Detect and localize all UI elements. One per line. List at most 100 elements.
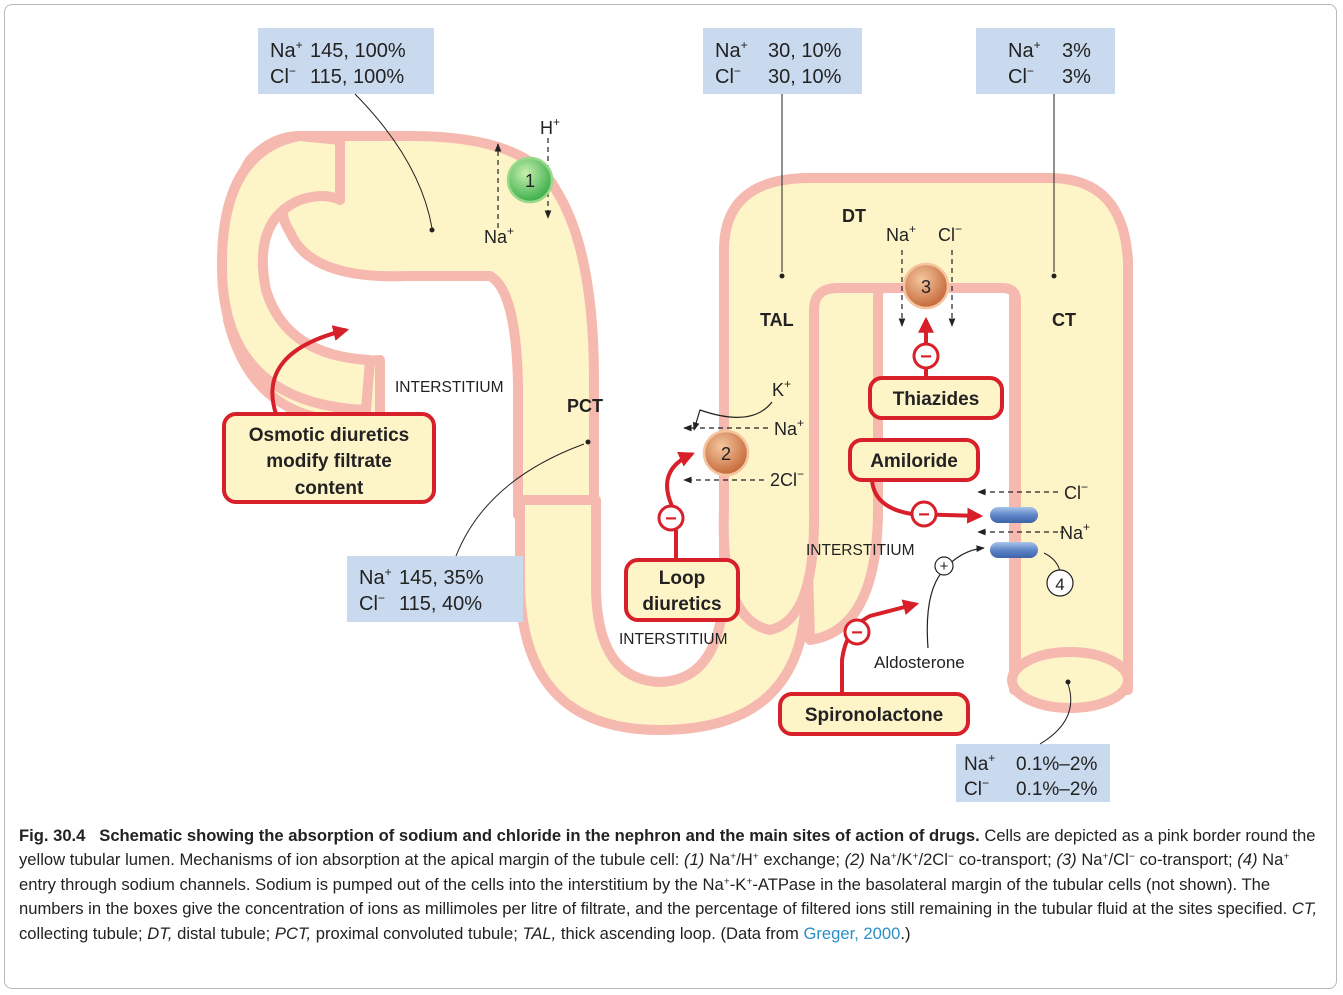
interstitium-label: INTERSTITIUM	[619, 631, 728, 648]
sodium-channel	[990, 507, 1038, 523]
svg-text:Cl−30, 10%: Cl−30, 10%	[715, 64, 842, 88]
svg-text:Cl−3%: Cl−3%	[1008, 64, 1091, 88]
drug-loop-diuretics: − Loop diuretics	[624, 454, 740, 622]
svg-text:Cl−115, 40%: Cl−115, 40%	[359, 591, 482, 615]
ion-na-label: Na	[886, 225, 910, 245]
svg-text:−: −	[918, 504, 930, 526]
ion-cl-label: Cl	[938, 225, 955, 245]
transporter-number: 4	[1055, 575, 1064, 594]
box-cl-label: Cl	[359, 593, 378, 615]
box-cl-value: 3%	[1062, 66, 1091, 88]
box-cl-label: Cl	[964, 779, 982, 800]
svg-text:+: +	[940, 558, 949, 575]
collecting-tubule-end	[1007, 647, 1133, 713]
aldosterone-pathway: + Aldosterone	[874, 545, 985, 672]
box-na-value: 0.1%–2%	[1016, 754, 1097, 775]
transporter-2: 2 K+ Na+ 2Cl−	[683, 377, 804, 490]
svg-text:Na+: Na+	[484, 224, 514, 247]
box-cl-value: 115, 100%	[310, 66, 404, 88]
sodium-channel	[990, 542, 1038, 558]
figure-frame	[4, 4, 1337, 989]
inhibit-symbol	[843, 618, 871, 646]
box-na-value: 30, 10%	[768, 40, 842, 62]
svg-text:Cl−115, 100%: Cl−115, 100%	[270, 64, 404, 88]
svg-text:Na+0.1%–2%: Na+0.1%–2%	[964, 751, 1097, 775]
transporter-number: 3	[921, 277, 931, 297]
drug-label: Loop	[659, 568, 705, 589]
aldosterone-label: Aldosterone	[874, 653, 965, 672]
box-cl-value: 0.1%–2%	[1016, 779, 1097, 800]
transporter-number: 2	[721, 444, 731, 464]
transporter-1: 1 H+ Na+	[484, 115, 560, 247]
drug-label: Thiazides	[893, 389, 980, 410]
stimulate-symbol	[934, 556, 954, 576]
transporter-3: 3 Na+ Cl−	[886, 222, 962, 327]
box-na-label: Na	[359, 567, 385, 589]
drug-label: Spironolactone	[805, 705, 943, 726]
svg-text:Na+: Na+	[1060, 520, 1090, 543]
box-na-value: 145, 100%	[310, 40, 406, 62]
drug-label: content	[295, 478, 364, 499]
ion-na-label: Na	[774, 419, 798, 439]
drug-spironolactone: − Spironolactone	[778, 599, 970, 736]
transporter-number: 1	[525, 171, 535, 191]
ion-k-label: K	[772, 380, 784, 400]
svg-text:−: −	[920, 346, 932, 368]
svg-text:Cl−: Cl−	[938, 222, 962, 245]
drug-thiazides: − Thiazides	[868, 316, 1004, 420]
drug-label: Osmotic diuretics	[249, 425, 410, 446]
box-cl-value: 115, 40%	[399, 593, 482, 615]
inhibit-symbol	[912, 342, 940, 370]
box-cl-label: Cl	[1008, 66, 1027, 88]
inhibit-symbol	[910, 500, 938, 528]
svg-text:Na+145, 100%: Na+145, 100%	[270, 38, 406, 62]
interstitium-label: INTERSTITIUM	[806, 542, 915, 559]
svg-text:2Cl−: 2Cl−	[770, 467, 804, 490]
box-top-right: Na+3% Cl−3%	[976, 28, 1115, 94]
nephron-diagram: Na+145, 100% Cl−115, 100% Na+30, 10% Cl−…	[216, 28, 1133, 802]
box-na-value: 3%	[1062, 40, 1091, 62]
ion-h-label: H	[540, 118, 553, 138]
drug-label: diuretics	[642, 594, 721, 615]
svg-text:Cl−: Cl−	[1064, 480, 1088, 503]
box-na-label: Na	[715, 40, 741, 62]
svg-text:Na+30, 10%: Na+30, 10%	[715, 38, 842, 62]
svg-text:−: −	[851, 622, 863, 644]
box-cl-value: 30, 10%	[768, 66, 842, 88]
drug-label: Amiloride	[870, 451, 958, 472]
box-top-mid: Na+30, 10% Cl−30, 10%	[703, 28, 862, 94]
interstitium-label: INTERSTITIUM	[395, 379, 504, 396]
figure-caption: Fig. 30.4 Schematic showing the absorpti…	[19, 826, 1318, 943]
box-na-value: 145, 35%	[399, 567, 484, 589]
reference-link[interactable]: Greger, 2000	[803, 923, 901, 943]
ion-cl-label: Cl	[1064, 483, 1081, 503]
box-na-label: Na	[1008, 40, 1034, 62]
ion-2cl-label: 2Cl	[770, 470, 797, 490]
box-pct: Na+145, 35% Cl−115, 40%	[347, 556, 523, 622]
transporter-4: Cl− Na+ 4	[977, 480, 1090, 597]
ion-na-label: Na	[484, 227, 508, 247]
box-cl-label: Cl	[715, 66, 734, 88]
box-cl-label: Cl	[270, 66, 289, 88]
segment-label-dt: DT	[842, 206, 866, 226]
box-na-label: Na	[964, 754, 989, 775]
box-pointer-lines	[354, 93, 1072, 745]
segment-label-pct: PCT	[567, 396, 603, 416]
svg-text:Cl−0.1%–2%: Cl−0.1%–2%	[964, 776, 1097, 800]
figure-title: Schematic showing the absorption of sodi…	[99, 826, 980, 845]
segment-label-ct: CT	[1052, 310, 1076, 330]
svg-text:−: −	[665, 508, 677, 530]
figure-number: Fig. 30.4	[19, 826, 86, 845]
ion-na-label: Na	[1060, 523, 1084, 543]
svg-text:Na+: Na+	[886, 222, 916, 245]
drug-amiloride: − Amiloride	[848, 438, 984, 528]
box-top-left: Na+145, 100% Cl−115, 100%	[258, 28, 434, 94]
bowmans-capsule	[216, 131, 375, 415]
thick-ascending-limb-and-distal-tubule	[718, 173, 1133, 695]
box-na-label: Na	[270, 40, 296, 62]
drug-label: modify filtrate	[266, 451, 392, 472]
segment-label-tal: TAL	[760, 310, 794, 330]
box-bottom-right: Na+0.1%–2% Cl−0.1%–2%	[956, 744, 1110, 802]
svg-text:Na+3%: Na+3%	[1008, 38, 1091, 62]
svg-text:K+: K+	[772, 377, 791, 400]
